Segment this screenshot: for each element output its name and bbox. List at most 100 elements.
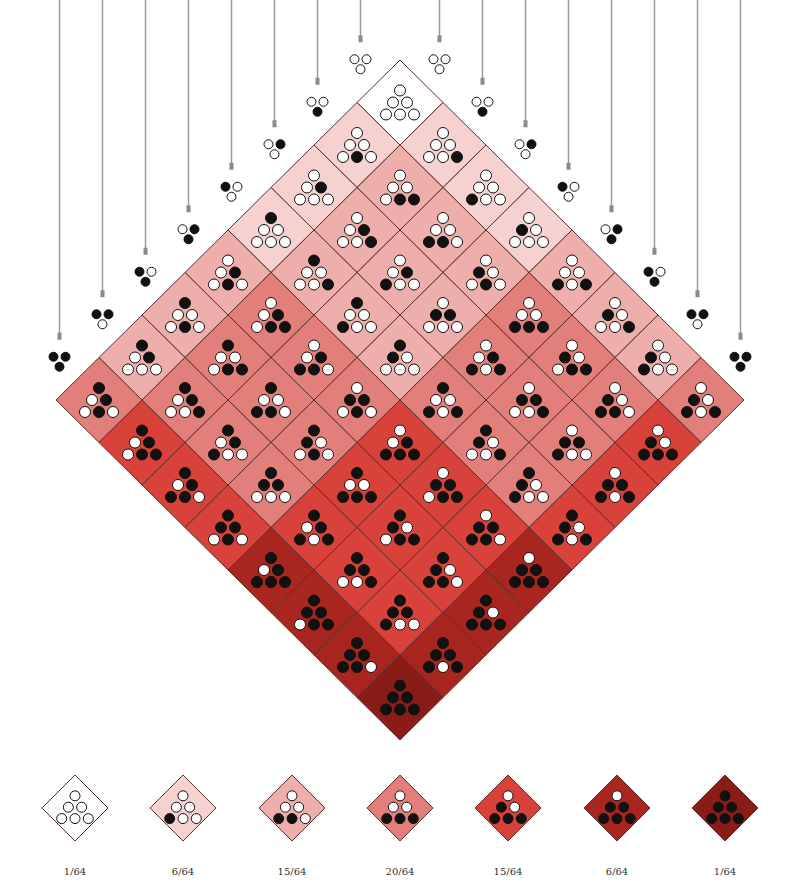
- allele-dot: [395, 364, 406, 375]
- allele-dot: [495, 449, 506, 460]
- allele-dot: [713, 802, 723, 812]
- allele-dot: [352, 383, 363, 394]
- allele-dot: [524, 213, 535, 224]
- allele-dot: [294, 802, 304, 812]
- allele-dot: [524, 298, 535, 309]
- allele-dot: [70, 791, 80, 801]
- allele-dot: [171, 802, 181, 812]
- allele-dot: [352, 298, 363, 309]
- line-tip: [58, 333, 62, 340]
- allele-dot: [280, 237, 291, 248]
- allele-dot: [467, 194, 478, 205]
- allele-dot: [345, 140, 356, 151]
- allele-dot: [309, 255, 320, 266]
- allele-dot: [352, 322, 363, 333]
- allele-dot: [295, 534, 306, 545]
- allele-dot: [287, 814, 297, 824]
- gamete-allele: [435, 65, 444, 74]
- line-tip: [610, 205, 614, 212]
- allele-dot: [223, 534, 234, 545]
- allele-dot: [567, 340, 578, 351]
- gamete-allele: [190, 225, 199, 234]
- gamete-allele: [558, 182, 567, 191]
- allele-dot: [431, 650, 442, 661]
- allele-dot: [696, 407, 707, 418]
- allele-dot: [252, 322, 263, 333]
- allele-dot: [424, 577, 435, 588]
- allele-dot: [517, 565, 528, 576]
- allele-dot: [445, 565, 456, 576]
- leader-line: [482, 0, 484, 84]
- allele-dot: [538, 492, 549, 503]
- allele-dot: [144, 352, 155, 363]
- allele-dot: [481, 194, 492, 205]
- allele-dot: [567, 449, 578, 460]
- allele-dot: [316, 352, 327, 363]
- leader-line: [102, 0, 104, 296]
- allele-dot: [137, 364, 148, 375]
- allele-dot: [488, 437, 499, 448]
- allele-dot: [495, 279, 506, 290]
- gamete-allele: [135, 267, 144, 276]
- allele-dot: [481, 279, 492, 290]
- gamete-allele: [699, 310, 708, 319]
- allele-dot: [481, 170, 492, 181]
- allele-dot: [496, 802, 506, 812]
- allele-dot: [316, 267, 327, 278]
- allele-dot: [653, 364, 664, 375]
- allele-dot: [388, 352, 399, 363]
- allele-dot: [352, 577, 363, 588]
- allele-dot: [259, 565, 270, 576]
- allele-dot: [438, 553, 449, 564]
- allele-dot: [345, 310, 356, 321]
- allele-dot: [345, 395, 356, 406]
- line-tip: [101, 290, 105, 297]
- allele-dot: [173, 310, 184, 321]
- allele-dot: [474, 352, 485, 363]
- allele-dot: [438, 322, 449, 333]
- gamete-allele: [319, 97, 328, 106]
- gamete-allele: [656, 267, 665, 276]
- allele-dot: [237, 364, 248, 375]
- allele-dot: [610, 492, 621, 503]
- allele-dot: [625, 814, 635, 824]
- allele-dot: [266, 298, 277, 309]
- allele-dot: [151, 364, 162, 375]
- leader-line: [231, 0, 233, 169]
- allele-dot: [151, 449, 162, 460]
- allele-dot: [187, 395, 198, 406]
- allele-dot: [395, 704, 406, 715]
- allele-dot: [653, 449, 664, 460]
- key-diamond: [584, 775, 650, 841]
- allele-dot: [352, 128, 363, 139]
- allele-dot: [402, 352, 413, 363]
- allele-dot: [209, 364, 220, 375]
- gamete-allele: [570, 182, 579, 191]
- allele-dot: [395, 85, 406, 96]
- gamete-allele: [233, 182, 242, 191]
- allele-dot: [445, 480, 456, 491]
- allele-dot: [596, 492, 607, 503]
- allele-dot: [452, 662, 463, 673]
- allele-dot: [567, 279, 578, 290]
- allele-dot: [610, 407, 621, 418]
- allele-dot: [309, 170, 320, 181]
- gamete-allele: [264, 140, 273, 149]
- allele-dot: [624, 407, 635, 418]
- allele-dot: [359, 650, 370, 661]
- allele-dot: [338, 662, 349, 673]
- allele-dot: [395, 170, 406, 181]
- allele-dot: [173, 480, 184, 491]
- allele-dot: [123, 364, 134, 375]
- allele-dot: [180, 468, 191, 479]
- allele-dot: [438, 468, 449, 479]
- line-tip: [696, 290, 700, 297]
- allele-dot: [300, 814, 310, 824]
- line-tip: [567, 163, 571, 170]
- allele-dot: [366, 322, 377, 333]
- gamete-allele: [736, 362, 745, 371]
- allele-dot: [70, 814, 80, 824]
- allele-dot: [467, 279, 478, 290]
- allele-dot: [481, 534, 492, 545]
- allele-dot: [395, 534, 406, 545]
